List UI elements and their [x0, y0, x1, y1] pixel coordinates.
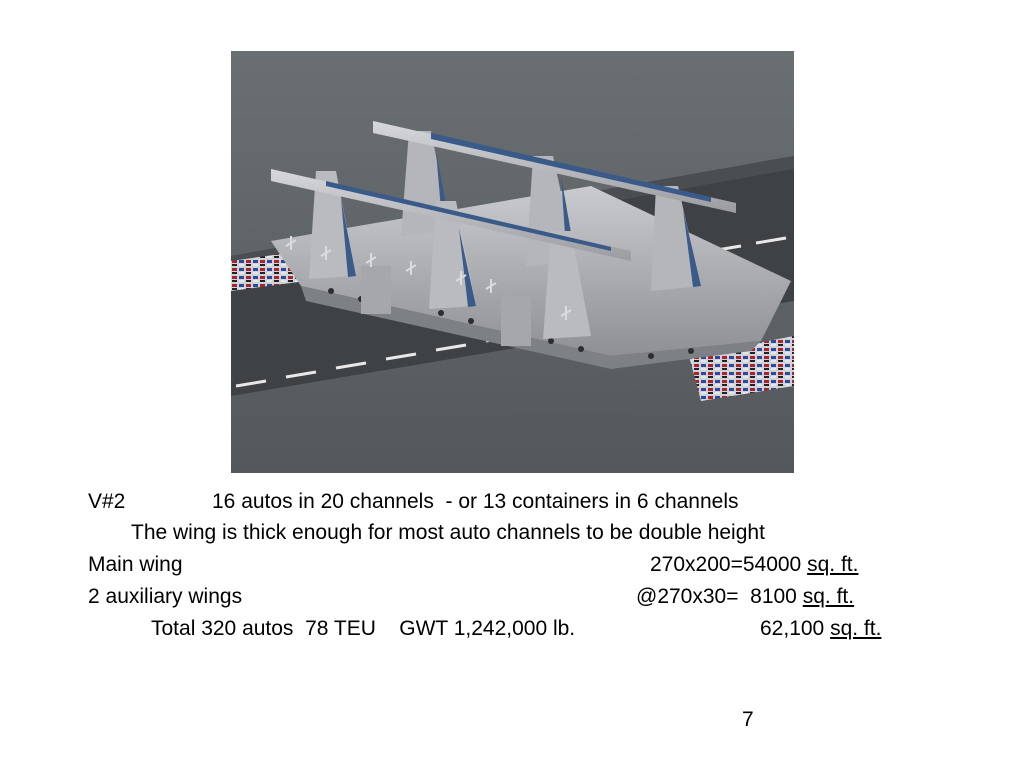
main-wing-unit: sq. ft. [807, 553, 859, 576]
total-area-value: 62,100 [760, 617, 825, 640]
aircraft-render [231, 51, 794, 473]
aux-wing-label: 2 auxiliary wings [88, 585, 243, 608]
slide-line-2: The wing is thick enough for most auto c… [131, 521, 765, 544]
main-wing-label: Main wing [88, 553, 183, 576]
total-area-unit: sq. ft. [830, 617, 882, 640]
variant-label: V#2 [88, 490, 126, 513]
aux-wing-unit: sq. ft. [802, 585, 855, 608]
page-number: 7 [742, 708, 754, 731]
main-wing-calc: 270x200=54000 [650, 553, 802, 576]
totals-text: Total 320 autos 78 TEU GWT 1,242,000 lb. [151, 617, 576, 640]
main-wing-area: 270x200=54000 sq. ft. [650, 553, 858, 577]
slide-line-1: V#2 16 autos in 20 channels - or 13 conta… [88, 490, 739, 514]
aux-wing-calc: @270x30= 8100 [636, 585, 797, 608]
aircraft-render-icon [231, 51, 794, 473]
total-area: 62,100 sq. ft. [760, 617, 881, 641]
aux-wing-area: @270x30= 8100 sq. ft. [636, 585, 854, 609]
capacity-text: 16 autos in 20 channels - or 13 containe… [212, 490, 739, 513]
